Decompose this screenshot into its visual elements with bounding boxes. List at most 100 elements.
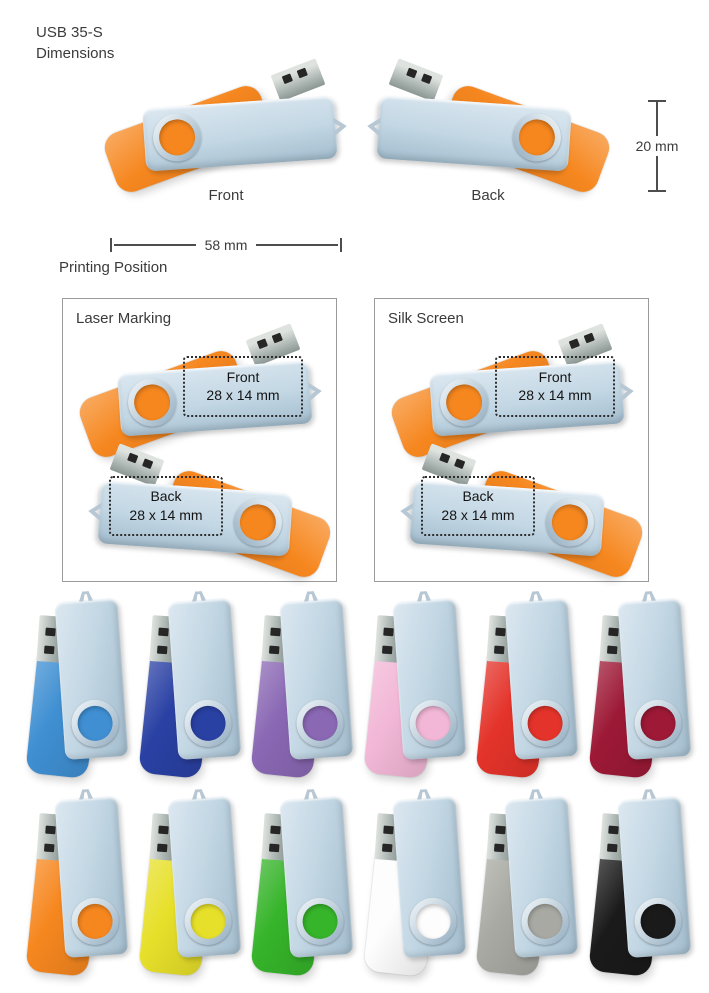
print-area-front: Front 28 x 14 mm xyxy=(183,356,303,417)
usb-ring xyxy=(182,896,233,947)
usb-drive-green xyxy=(250,788,366,990)
print-area-line: 28 x 14 mm xyxy=(129,506,203,523)
usb-ring xyxy=(232,496,284,549)
back-view-label: Back xyxy=(471,187,505,204)
usb-connector-icon xyxy=(270,58,326,102)
usb-ring xyxy=(294,896,345,947)
usb-loop-icon xyxy=(74,788,97,800)
print-area-front: Front 28 x 14 mm xyxy=(495,356,615,417)
usb-drive-orange xyxy=(25,790,141,990)
print-area-line: Front xyxy=(538,368,572,385)
usb-ring xyxy=(294,698,345,749)
usb-clip xyxy=(392,796,467,959)
usb-loop-icon xyxy=(299,788,322,800)
usb-drive-royal-blue xyxy=(138,592,254,792)
usb-loop-icon xyxy=(333,114,348,140)
silk-screen-label: Silk Screen xyxy=(388,310,464,327)
usb-loop-icon xyxy=(412,788,435,800)
usb-drive-gray xyxy=(475,790,591,990)
usb-ring-hole xyxy=(525,704,564,743)
usb-ring xyxy=(151,111,203,164)
usb-ring-hole xyxy=(413,902,452,941)
usb-ring xyxy=(632,698,683,749)
dimension-width-label: 58 mm xyxy=(204,237,248,253)
usb-loop-icon xyxy=(524,788,547,800)
section-dimensions-label: Dimensions xyxy=(36,45,115,62)
usb-ring-hole xyxy=(638,704,677,743)
usb-clip xyxy=(376,95,572,172)
usb-ring xyxy=(632,896,683,947)
usb-ring-hole xyxy=(550,503,590,542)
printing-position-heading: Printing Position xyxy=(59,259,168,276)
product-name: USB 35-S xyxy=(36,24,103,41)
usb-ring xyxy=(407,896,458,947)
print-area-line: Back xyxy=(462,488,494,504)
print-area-line: 28 x 14 mm xyxy=(206,387,280,403)
usb-loop-icon xyxy=(524,590,547,602)
usb-drive-light-blue xyxy=(25,592,141,792)
usb-clip xyxy=(504,796,579,959)
usb-drive-pink xyxy=(363,590,479,792)
usb-loop-icon xyxy=(620,379,635,405)
usb-ring-hole xyxy=(638,902,677,941)
dimension-line xyxy=(114,244,196,246)
tick-right xyxy=(340,238,342,252)
print-area-line: Back xyxy=(150,488,182,504)
laser-marking-box: Laser Marking Front 28 x 14 mm Back 28 x… xyxy=(62,298,337,582)
usb-clip xyxy=(617,598,692,761)
dimension-line xyxy=(256,244,338,246)
usb-clip xyxy=(504,598,579,761)
usb-drive-purple xyxy=(250,592,366,792)
usb-ring xyxy=(69,896,120,947)
tick-bottom xyxy=(648,190,666,192)
usb-ring xyxy=(438,376,490,429)
usb-ring-hole xyxy=(75,704,114,743)
usb-clip xyxy=(167,598,242,761)
usb-ring-hole xyxy=(413,704,452,743)
usb-ring-hole xyxy=(157,118,197,157)
usb-loop-icon xyxy=(74,590,97,602)
usb-loop-icon xyxy=(299,590,322,602)
usb-loop-icon xyxy=(87,499,102,525)
silk-screen-box: Silk Screen Front 28 x 14 mm Back 28 x 1… xyxy=(374,298,649,582)
page-title: USB 35-S Dimensions xyxy=(36,22,114,64)
usb-drive-black xyxy=(588,790,704,990)
tick-top xyxy=(648,100,666,102)
usb-ring-hole xyxy=(188,704,227,743)
usb-ring xyxy=(511,111,563,164)
usb-loop-icon xyxy=(412,590,435,602)
dimension-line xyxy=(656,102,658,136)
usb-ring xyxy=(126,376,178,429)
usb-ring xyxy=(519,896,570,947)
usb-clip xyxy=(54,598,129,761)
usb-ring xyxy=(407,698,458,749)
print-area-line: 28 x 14 mm xyxy=(518,387,592,403)
usb-ring-hole xyxy=(525,902,564,941)
usb-ring-hole xyxy=(300,902,339,941)
print-area-back: Back 28 x 14 mm xyxy=(109,476,223,536)
usb-drive-maroon xyxy=(588,592,704,792)
usb-ring xyxy=(519,698,570,749)
dimension-line xyxy=(656,156,658,190)
usb-clip xyxy=(279,598,354,761)
usb-ring-hole xyxy=(75,902,114,941)
usb-ring-hole xyxy=(300,704,339,743)
print-area-line: Front xyxy=(226,368,260,385)
usb-clip xyxy=(142,95,338,172)
usb-ring-hole xyxy=(188,902,227,941)
usb-ring xyxy=(182,698,233,749)
usb-clip xyxy=(54,796,129,959)
usb-drive-white xyxy=(363,790,479,990)
front-view-label: Front xyxy=(208,187,244,204)
usb-ring-hole xyxy=(238,503,278,542)
dimension-height: 20 mm xyxy=(614,100,700,192)
usb-ring-hole xyxy=(517,118,557,157)
usb-loop-icon xyxy=(366,114,381,140)
laser-marking-label: Laser Marking xyxy=(76,310,172,327)
usb-ring-hole xyxy=(444,383,484,422)
usb-loop-icon xyxy=(399,499,414,525)
usb-ring-hole xyxy=(132,383,172,422)
usb-loop-icon xyxy=(308,379,323,405)
tick-left xyxy=(110,238,112,252)
